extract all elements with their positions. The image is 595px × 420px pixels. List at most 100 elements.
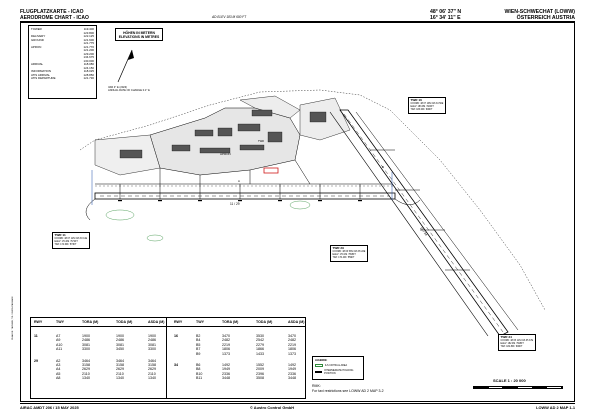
table-cell: 2482: [288, 338, 296, 343]
frequency-value: 122.125: [83, 34, 94, 38]
frequency-value: 128.850: [83, 72, 94, 77]
table-cell: A9: [56, 338, 61, 343]
frequency-label: INFORMATION: [31, 69, 52, 73]
aerodrome-name-line: WIEN-SCHWECHAT (LOWW): [504, 9, 576, 15]
table-cell: 2482: [222, 338, 230, 343]
table-cell: 3508: [256, 376, 264, 381]
table-cell: 3300: [82, 347, 90, 352]
table-cell: 1866: [256, 347, 264, 352]
chart-title-en: AERODROME CHART - ICAO: [20, 15, 89, 21]
frequency-value: 130.000: [83, 58, 94, 63]
rwy-box-29-tdz: TDZ: 170.4M / 559FT: [332, 256, 355, 259]
table-cell: 3081: [82, 342, 90, 347]
table-cell: A10: [56, 342, 63, 347]
buildings: [119, 109, 327, 159]
frequency-label: TOWER: [31, 27, 42, 31]
frequency-row: 129.200: [31, 51, 94, 57]
table-cell: 2336: [222, 371, 230, 376]
frequency-label: DELIVERY: [31, 34, 46, 38]
apron-area: [94, 95, 351, 176]
frequency-label: ATIS DEPARTURE: [31, 76, 56, 80]
table-cell: 2486: [82, 338, 90, 343]
frequency-row: 121.775: [31, 41, 94, 46]
frequency-value: 121.730: [83, 76, 94, 80]
table-cell: 2486: [148, 338, 156, 343]
table-cell: 3464: [148, 358, 156, 363]
table-cell: 2219: [222, 342, 230, 347]
rwy-box-16-title: TWR 16: [410, 98, 422, 102]
frequency-value: 118.080: [83, 62, 94, 66]
table-cell: 3470: [222, 334, 230, 338]
rwy-box-29: TWR 29 COORD: 48 06 53N 016 35 22E ELEV:…: [330, 245, 368, 262]
frequency-row: DELIVERY 122.125: [31, 34, 94, 39]
table-rwy-cell: 29: [34, 358, 38, 363]
table-cell: 2110: [148, 371, 156, 376]
table-cell: 3081: [148, 342, 156, 347]
table-header: TWY: [56, 320, 64, 324]
frequency-row: INFORMATION 118.025: [31, 69, 94, 74]
mag-var-line1: VAR 4° E (2023): [108, 86, 128, 89]
table-cell: A11: [56, 347, 63, 352]
scale-bar: [473, 386, 563, 389]
twr-label: TWR: [258, 139, 264, 143]
table-cell: 1340: [148, 376, 156, 381]
frequency-value: 121.770: [83, 44, 94, 49]
table-cell: 1900: [148, 334, 156, 338]
table-cell: 1806: [288, 347, 296, 352]
remark-text: For taxi restrictions see LOWW AD 2 MAP …: [312, 389, 384, 393]
table-cell: 2629: [116, 367, 124, 372]
legend-title: LEGENDE:: [315, 359, 328, 362]
connector-taxiways: [85, 149, 470, 271]
chart-title-left: FLUGPLATZKARTE - ICAO AERODROME CHART - …: [20, 9, 89, 21]
holding-positions: [118, 200, 362, 202]
frequency-value: 119.400: [83, 27, 94, 31]
table-cell: 3081: [116, 342, 124, 347]
table-cell: 1373: [222, 351, 230, 356]
table-cell: 3464: [82, 358, 90, 363]
elevation-note-en: ELEVATIONS IN METRES: [118, 35, 160, 40]
table-cell: 1900: [116, 334, 124, 338]
table-cell: 1949: [222, 367, 230, 372]
rwy-box-16-tdz: TDZ: 183.0M / 600FT: [410, 108, 433, 111]
rwy-box-11-coord: COORD: 48 07 12N 016 33 11E: [54, 237, 88, 240]
table-header: RWY: [174, 320, 183, 324]
table-cell: 3530: [256, 334, 264, 338]
chart-title-de: FLUGPLATZKARTE - ICAO: [20, 9, 84, 15]
frequency-row: GROUND 121.600: [31, 37, 94, 43]
rwy-box-16-coord: COORD: 48 07 19N 016 34 50E: [410, 102, 444, 105]
aerodrome-coordinates: 48° 06' 37" N 16° 34' 11" E: [430, 9, 461, 21]
table-cell: 2336: [288, 371, 296, 376]
table-cell: 2396: [256, 371, 264, 376]
table-cell: 1806: [222, 347, 230, 352]
runway-16-34: [339, 109, 509, 337]
table-cell: B5: [196, 342, 201, 347]
twy-b-label: B: [382, 165, 384, 169]
table-header: TORA (M): [222, 320, 239, 324]
rwy-box-34: TWR 34 COORD: 48 05 11N 016 35 37E ELEV:…: [498, 334, 536, 351]
frequency-label: GROUND: [31, 37, 44, 42]
frequency-value: 121.600: [83, 37, 94, 42]
table-cell: 1340: [82, 376, 90, 381]
twy-a-label: A: [238, 179, 240, 183]
table-cell: 3300: [148, 347, 156, 352]
table-cell: 3158: [116, 363, 124, 367]
chart-reference: LOWW AD 2 MAP 1-1: [536, 405, 575, 410]
frequency-row: 130.000: [31, 58, 94, 64]
rwy-box-34-coord: COORD: 48 05 11N 016 35 37E: [500, 339, 534, 342]
copyright: © Austro Control GmbH: [250, 405, 295, 410]
rwy-box-34-title: TWR 34: [500, 335, 512, 339]
country-line: ÖSTERREICH AUSTRIA: [516, 15, 575, 21]
table-column-divider: [166, 318, 167, 398]
table-cell: B9: [196, 351, 201, 356]
table-cell: 3448: [222, 376, 230, 381]
mag-var-line2: ANNUAL RATE OF CHANGE 0.1° E: [108, 89, 150, 92]
table-header: ASDA (M): [288, 320, 305, 324]
frequency-value: 118.025: [83, 69, 94, 73]
frequency-value: 129.200: [83, 51, 94, 56]
legend-item-ils-label: ILS CRITICAL AREA: [325, 364, 348, 367]
rwy-box-29-coord: COORD: 48 06 53N 016 35 22E: [332, 250, 366, 253]
